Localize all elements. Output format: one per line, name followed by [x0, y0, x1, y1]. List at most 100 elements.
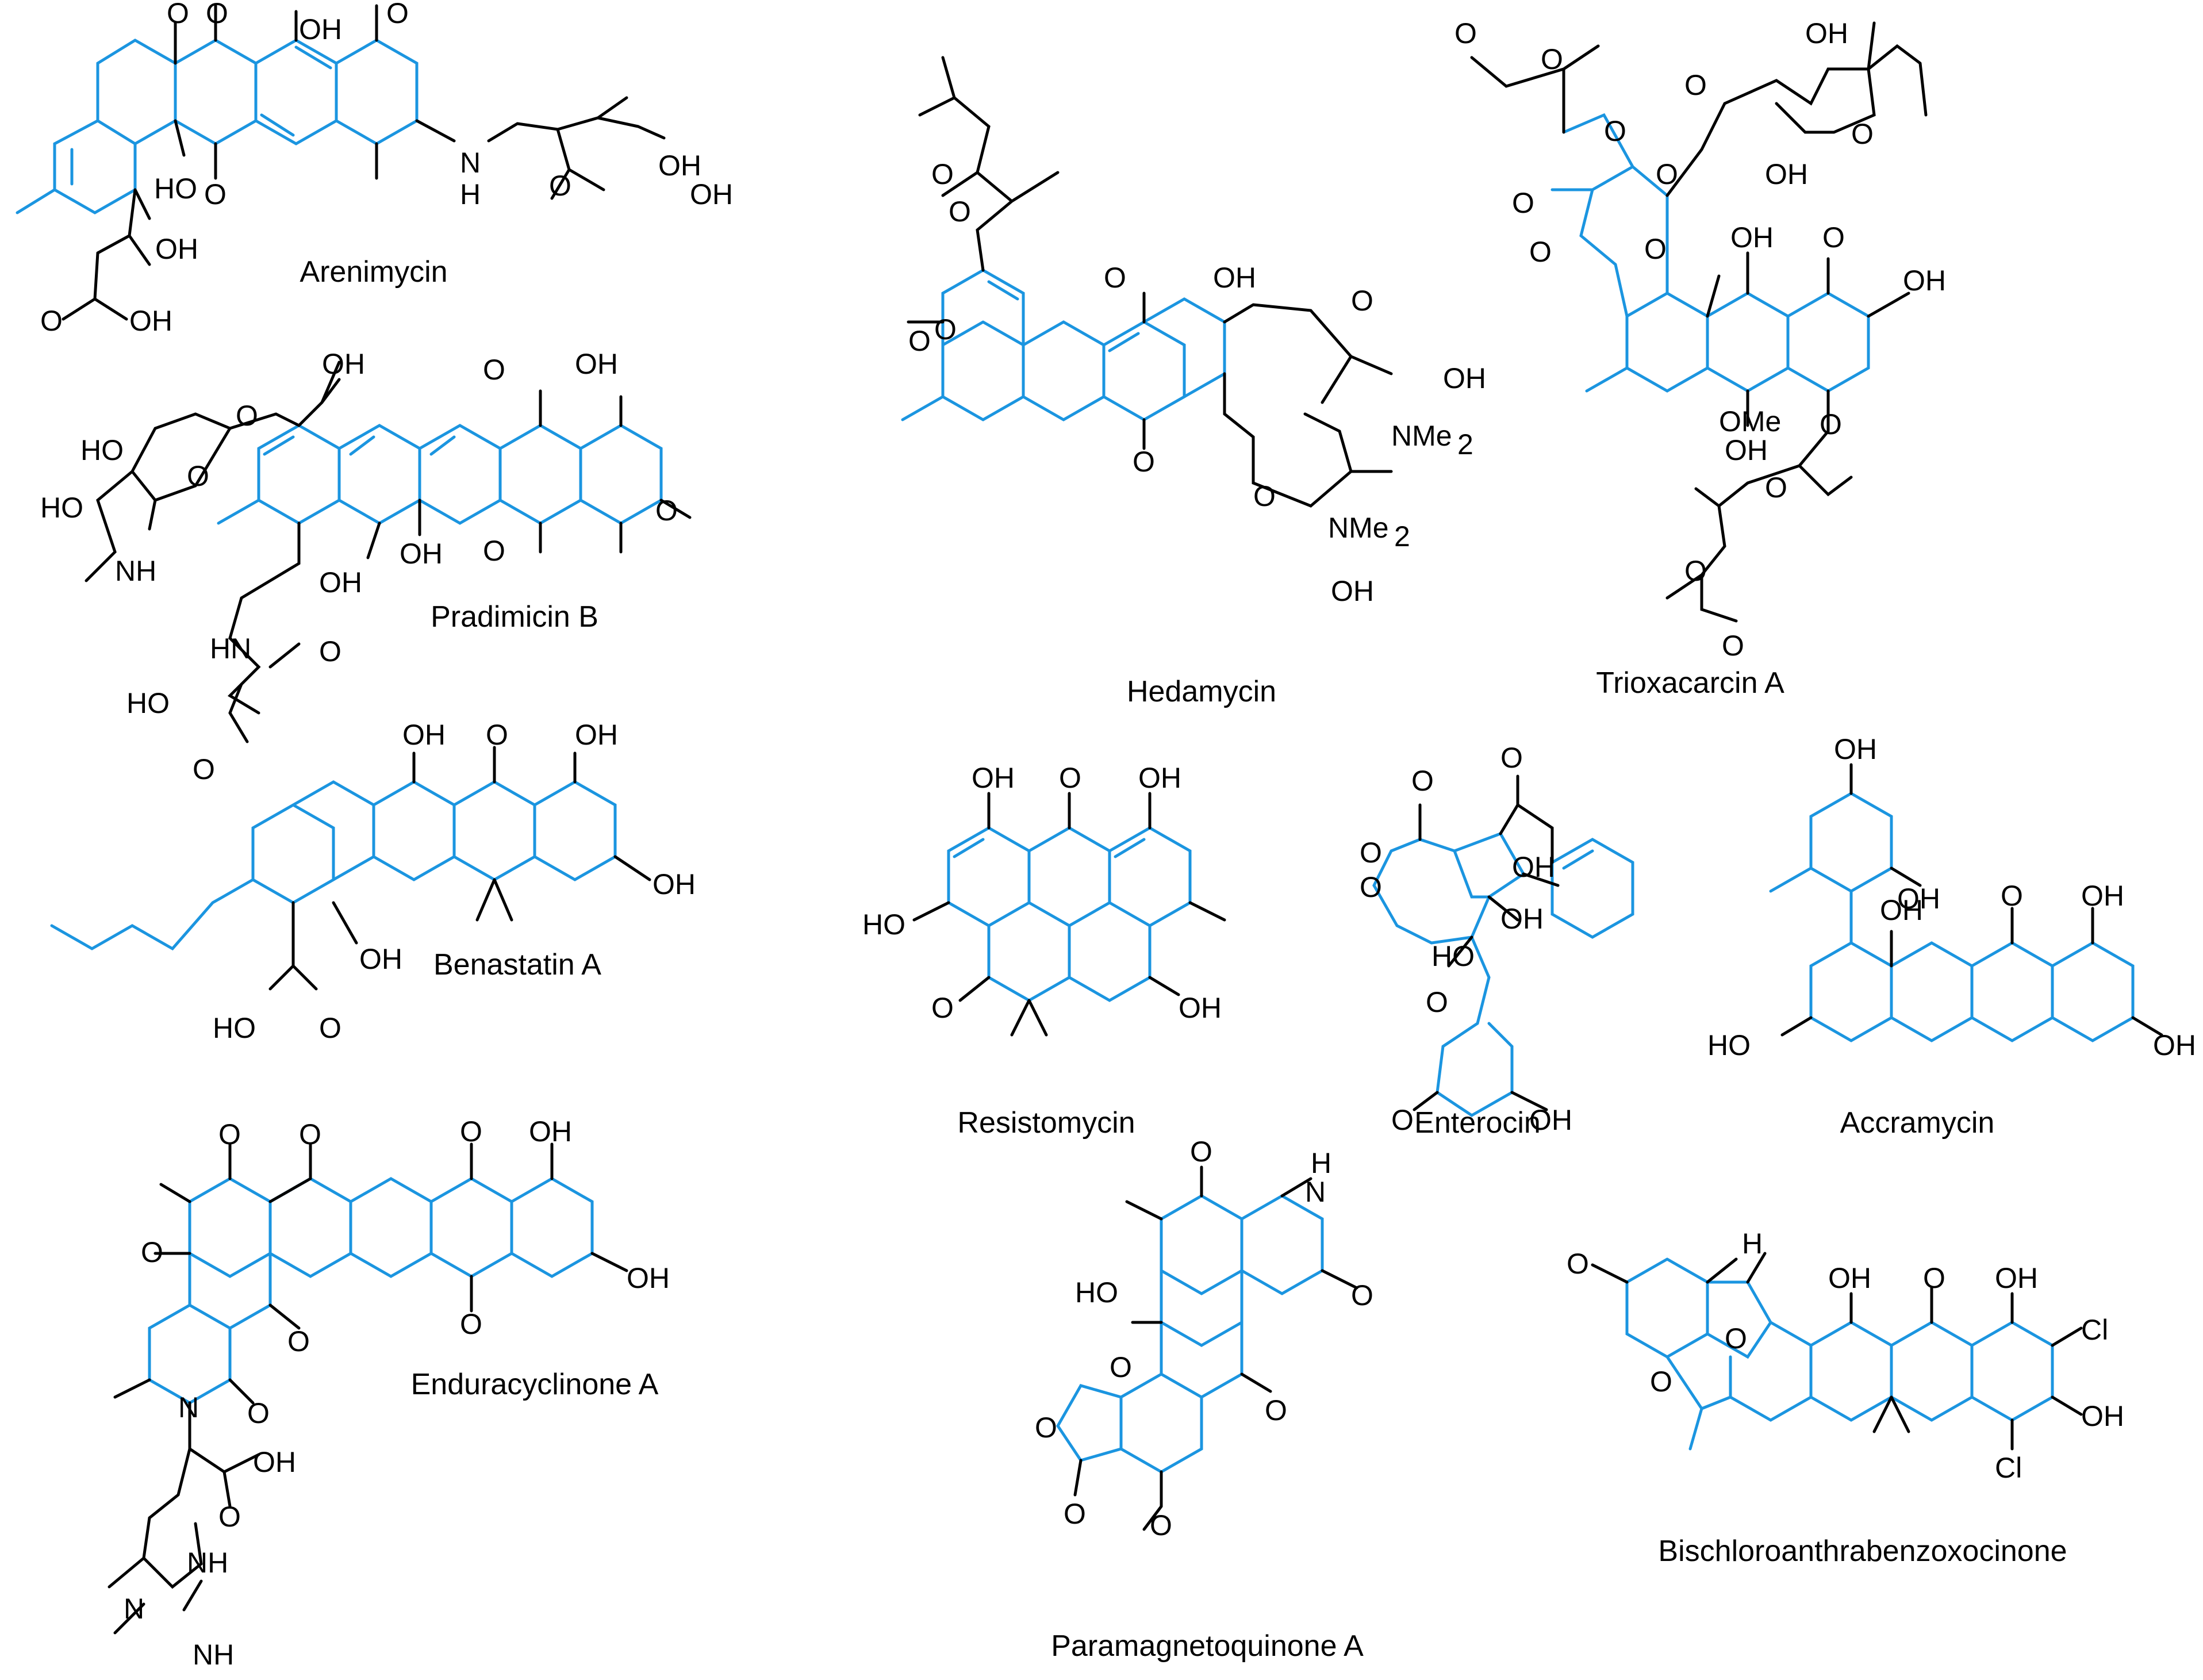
- atom-label: OH: [1834, 733, 1877, 765]
- atom-label: O: [949, 195, 971, 228]
- atom-label: HN: [210, 632, 251, 665]
- atom-label: H: [1311, 1147, 1331, 1179]
- atom-label: O: [1110, 1351, 1132, 1383]
- atom-label: O: [386, 0, 409, 29]
- atom-label: OH: [575, 719, 618, 751]
- compound-name-pradimicin-b: Pradimicin B: [431, 600, 598, 634]
- compound-pradimicin-b: OH O OH O HO O O HO NH OH OH O HN O HO O…: [40, 348, 692, 785]
- atom-label: OH: [155, 233, 198, 265]
- atom-label: O: [1650, 1366, 1672, 1398]
- compound-name-bischloroanthrabenzoxocinone: Bischloroanthrabenzoxocinone: [1658, 1535, 2067, 1568]
- atom-label: NH: [193, 1639, 234, 1671]
- atom-label: O: [460, 1115, 482, 1148]
- atom-label: O: [1765, 471, 1787, 504]
- atom-label: OH: [658, 149, 701, 182]
- compound-name-enterocin: Enterocin: [1414, 1106, 1541, 1140]
- atom-label: O: [167, 0, 189, 29]
- atom-label: OH: [1765, 158, 1808, 190]
- compound-name-accramycin: Accramycin: [1840, 1106, 1995, 1140]
- atom-label: O: [187, 460, 209, 492]
- atom-label: O: [483, 535, 505, 567]
- atom-label: O: [460, 1308, 482, 1340]
- atom-label: OH: [319, 566, 362, 599]
- atom-label: O: [486, 719, 508, 751]
- atom-label: 2: [1457, 428, 1473, 461]
- compound-name-benastatin-a: Benastatin A: [433, 948, 601, 981]
- atom-label: OH: [1805, 17, 1848, 49]
- atom-label: O: [1190, 1136, 1212, 1168]
- atom-label: O: [549, 170, 571, 202]
- atom-label: 2: [1394, 520, 1410, 553]
- atom-label: O: [193, 753, 215, 785]
- atom-label: O: [206, 0, 228, 29]
- compound-trioxacarcin-a: O O O O OH O O O O OH O OH O OH OMe OH O…: [1454, 17, 1946, 700]
- atom-label: O: [218, 1118, 241, 1150]
- atom-label: O: [934, 313, 957, 346]
- atom-label: OH: [1995, 1262, 2038, 1294]
- atom-label: O: [931, 158, 954, 190]
- atom-label: OH: [653, 868, 696, 900]
- atom-label: H: [1742, 1228, 1763, 1260]
- atom-label: O: [655, 494, 678, 527]
- atom-label: O: [218, 1501, 241, 1533]
- atom-label: O: [1529, 236, 1552, 268]
- atom-label: O: [1133, 446, 1155, 478]
- atom-label: O: [1725, 1322, 1747, 1355]
- atom-label: O: [1351, 285, 1373, 317]
- atom-label: O: [1500, 742, 1523, 774]
- compound-accramycin: OH OH OH O OH HO OH Accramycin: [1707, 733, 2196, 1140]
- atom-label: OH: [322, 348, 365, 380]
- atom-label: O: [247, 1397, 270, 1429]
- atom-label: NH: [115, 555, 156, 587]
- atom-label: Cl: [2081, 1314, 2108, 1346]
- compound-name-arenimycin: Arenimycin: [300, 255, 447, 289]
- atom-label: O: [1541, 43, 1563, 75]
- atom-label: OH: [402, 719, 446, 751]
- atom-label: OMe: [1719, 405, 1781, 438]
- atom-label: OH: [1500, 903, 1544, 935]
- compound-benastatin-a: OH O OH OH OH HO O Benastatin A: [50, 719, 696, 1044]
- atom-label: O: [1512, 187, 1534, 219]
- atom-label: O: [1150, 1509, 1172, 1541]
- atom-label: O: [2001, 880, 2023, 912]
- atom-label: O: [1059, 762, 1081, 794]
- atom-label: OH: [1443, 362, 1486, 394]
- atom-label: O: [1351, 1279, 1373, 1311]
- compound-hedamycin: O O O O O OH O O OH NMe 2 O NMe 2 OH Hed…: [901, 56, 1486, 708]
- atom-label: OH: [359, 943, 402, 975]
- atom-label: O: [1567, 1248, 1589, 1280]
- atom-label: OH: [575, 348, 618, 380]
- compound-enterocin: O O O O OH OH HO O O OH Enterocin: [1360, 742, 1634, 1140]
- atom-label: OH: [690, 178, 733, 210]
- atom-label: N: [178, 1391, 199, 1424]
- atom-label: O: [141, 1236, 163, 1268]
- atom-label: O: [1426, 986, 1448, 1018]
- atom-label: OH: [1897, 883, 1940, 915]
- atom-label: NMe: [1391, 420, 1452, 452]
- atom-label: O: [931, 992, 954, 1024]
- atom-label: HO: [1707, 1029, 1751, 1061]
- atom-label: OH: [1529, 1104, 1572, 1136]
- atom-label: O: [40, 305, 63, 337]
- atom-label: O: [1684, 555, 1707, 587]
- atom-label: O: [1851, 118, 1874, 150]
- atom-label: O: [1604, 115, 1626, 147]
- atom-label: O: [1391, 1104, 1414, 1136]
- atom-label: OH: [1730, 221, 1774, 254]
- atom-label: N: [460, 147, 481, 179]
- atom-label: HO: [1075, 1276, 1118, 1309]
- compound-name-trioxacarcin-a: Trioxacarcin A: [1596, 666, 1784, 700]
- atom-label: OH: [129, 305, 172, 337]
- atom-label: O: [483, 354, 505, 386]
- atom-label: O: [1722, 630, 1744, 662]
- atom-label: O: [299, 1118, 321, 1150]
- atom-label: O: [1820, 408, 1842, 440]
- atom-label: OH: [529, 1115, 572, 1148]
- atom-label: O: [1360, 837, 1382, 869]
- atom-label: OH: [1512, 851, 1555, 883]
- atom-label: OH: [1179, 992, 1222, 1024]
- atom-label: O: [319, 635, 341, 668]
- atom-label: OH: [299, 13, 342, 45]
- atom-label: HO: [126, 687, 170, 719]
